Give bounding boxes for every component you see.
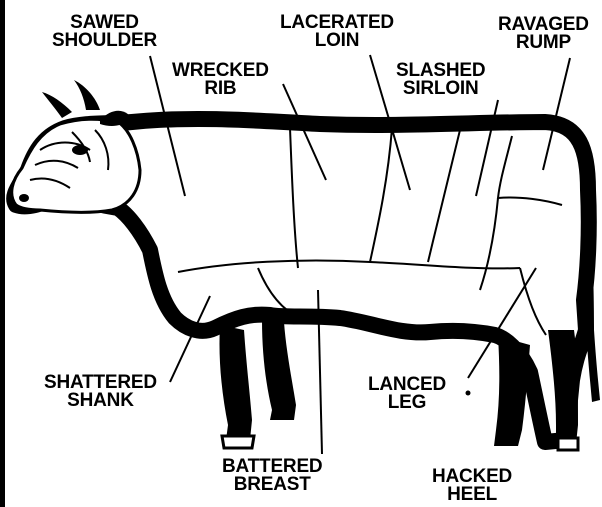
label-lanced-leg-line2: LEG xyxy=(368,394,446,412)
label-lanced-leg: LANCED LEG xyxy=(368,376,446,412)
label-ravaged-rump-line2: RUMP xyxy=(498,34,589,52)
label-shattered-shank: SHATTERED SHANK xyxy=(44,374,157,410)
leader-dot xyxy=(466,391,471,396)
right-horn xyxy=(74,80,100,110)
label-lacerated-loin-line2: LOIN xyxy=(280,32,394,50)
left-horn xyxy=(42,92,72,118)
label-slashed-sirloin-line2: SIRLOIN xyxy=(396,80,485,98)
cow-eye xyxy=(72,145,88,155)
label-shattered-shank-line2: SHANK xyxy=(44,392,157,410)
label-hacked-heel-line2: HEEL xyxy=(432,486,512,504)
front-leg-left xyxy=(219,325,252,440)
label-slashed-sirloin: SLASHED SIRLOIN xyxy=(396,62,485,98)
label-lacerated-loin: LACERATED LOIN xyxy=(280,14,394,50)
hind-leg-left xyxy=(494,336,530,446)
hind-hoof-right xyxy=(558,438,578,450)
label-battered-breast: BATTERED BREAST xyxy=(222,458,322,494)
front-leg-right xyxy=(262,320,296,420)
front-hoof-left xyxy=(222,436,254,448)
label-wrecked-rib-line2: RIB xyxy=(172,80,269,98)
label-ravaged-rump: RAVAGED RUMP xyxy=(498,16,589,52)
label-sawed-shoulder: SAWED SHOULDER xyxy=(52,14,157,50)
label-sawed-shoulder-line2: SHOULDER xyxy=(52,32,157,50)
label-hacked-heel: HACKED HEEL xyxy=(432,468,512,504)
cow-nostril xyxy=(19,194,29,202)
label-battered-breast-line2: BREAST xyxy=(222,476,322,494)
label-wrecked-rib: WRECKED RIB xyxy=(172,62,269,98)
